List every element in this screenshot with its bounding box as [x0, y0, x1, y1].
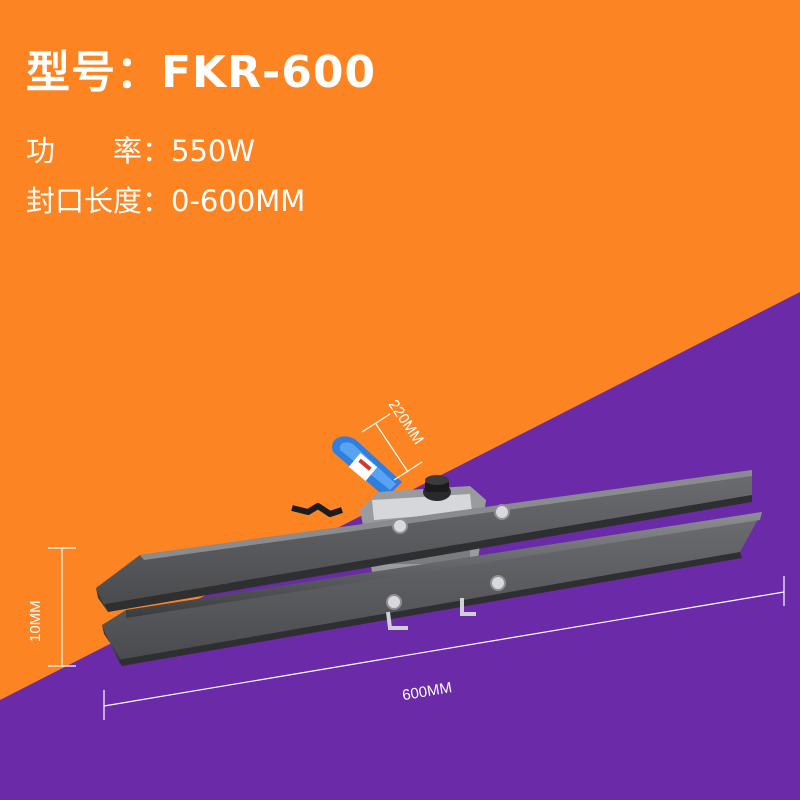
- power-cable: [291, 503, 343, 517]
- sealer-machine: [96, 436, 762, 666]
- upper-sealing-bar: [96, 470, 752, 612]
- power-spec: 功 率：550W: [26, 134, 256, 168]
- support-feet: [386, 598, 476, 630]
- height-dimension-label: 10MM: [27, 600, 44, 642]
- lower-sealing-bar: [102, 512, 762, 666]
- blue-handle: [332, 436, 402, 498]
- dimension-lines: [48, 413, 785, 720]
- model-title: 型号：FKR-600: [26, 47, 377, 98]
- seal-length-spec: 封口长度：0-600MM: [26, 184, 306, 218]
